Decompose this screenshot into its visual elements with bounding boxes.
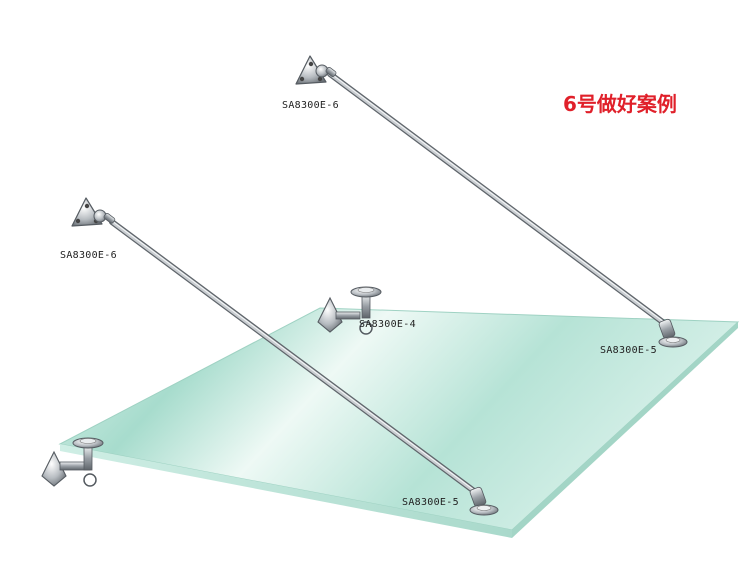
label-left-wall-bracket: SA8300E-6 xyxy=(60,250,117,261)
glass-support-center xyxy=(317,286,382,335)
wall-bracket-top-right xyxy=(295,55,337,85)
label-center-support: SA8300E-4 xyxy=(359,319,416,330)
glass-panel xyxy=(58,307,740,538)
label-front-glass-connector: SA8300E-5 xyxy=(402,497,459,508)
label-right-glass-connector: SA8300E-5 xyxy=(600,345,657,356)
label-top-right-wall-bracket: SA8300E-6 xyxy=(282,100,339,111)
glass-connector-right xyxy=(658,318,688,348)
glass-connector-front xyxy=(469,486,499,516)
tension-rod-left xyxy=(109,219,481,497)
tension-rod-right xyxy=(327,71,671,329)
wall-bracket-left xyxy=(71,197,116,227)
case-title: 6号做好案例 xyxy=(563,92,677,116)
glass-support-front-left xyxy=(41,437,104,487)
